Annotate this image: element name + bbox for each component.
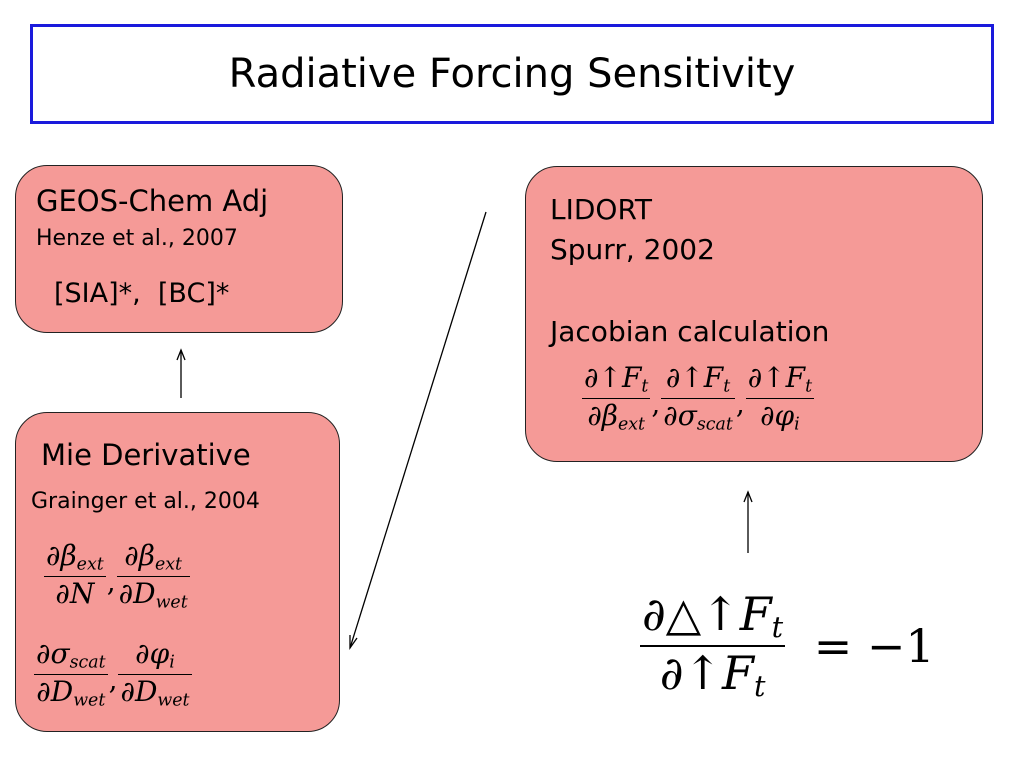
lidort-box: LIDORT Spurr, 2002 Jacobian calculation … (525, 166, 983, 462)
lidort-citation: Spurr, 2002 (550, 233, 715, 266)
mie-derivative-box: Mie Derivative Grainger et al., 2004 ∂βe… (15, 412, 340, 732)
mie-derivatives-row-1: ∂βext ∂N , ∂βext ∂Dwet (44, 539, 190, 612)
forcing-equation: ∂△↑Ft ∂↑Ft = −1 (640, 590, 935, 702)
frac-dF-dbeta: ∂↑Ft ∂βext (582, 361, 651, 434)
mie-citation: Grainger et al., 2004 (31, 489, 260, 514)
frac-dbeta-dDwet: ∂βext ∂Dwet (116, 539, 190, 612)
page-title: Radiative Forcing Sensitivity (228, 51, 796, 97)
frac-dbeta-dN: ∂βext ∂N (44, 539, 106, 610)
mie-heading: Mie Derivative (41, 438, 251, 472)
lidort-heading: LIDORT (550, 193, 652, 226)
arrow-diagonal-to-mie (349, 211, 487, 649)
geos-heading: GEOS-Chem Adj (36, 184, 269, 218)
lidort-jacobians: ∂↑Ft ∂βext , ∂↑Ft ∂σscat , ∂↑Ft ∂φi (582, 361, 815, 434)
geos-variables: [SIA]*, [BC]* (54, 278, 230, 309)
geos-chem-box: GEOS-Chem Adj Henze et al., 2007 [SIA]*,… (15, 165, 343, 333)
frac-dDeltaF-dF: ∂△↑Ft ∂↑Ft (640, 587, 786, 704)
geos-citation: Henze et al., 2007 (36, 226, 238, 251)
frac-dF-dphi: ∂↑Ft ∂φi (745, 361, 815, 434)
frac-dF-dsigma: ∂↑Ft ∂σscat (661, 361, 735, 434)
equation-rhs: = −1 (813, 619, 935, 674)
mie-derivatives-row-2: ∂σscat ∂Dwet , ∂φi ∂Dwet (34, 637, 192, 710)
title-box: Radiative Forcing Sensitivity (30, 24, 994, 124)
lidort-subheading: Jacobian calculation (550, 315, 830, 348)
frac-dsigma-dDwet: ∂σscat ∂Dwet (34, 637, 108, 710)
frac-dphi-dDwet: ∂φi ∂Dwet (118, 637, 192, 710)
